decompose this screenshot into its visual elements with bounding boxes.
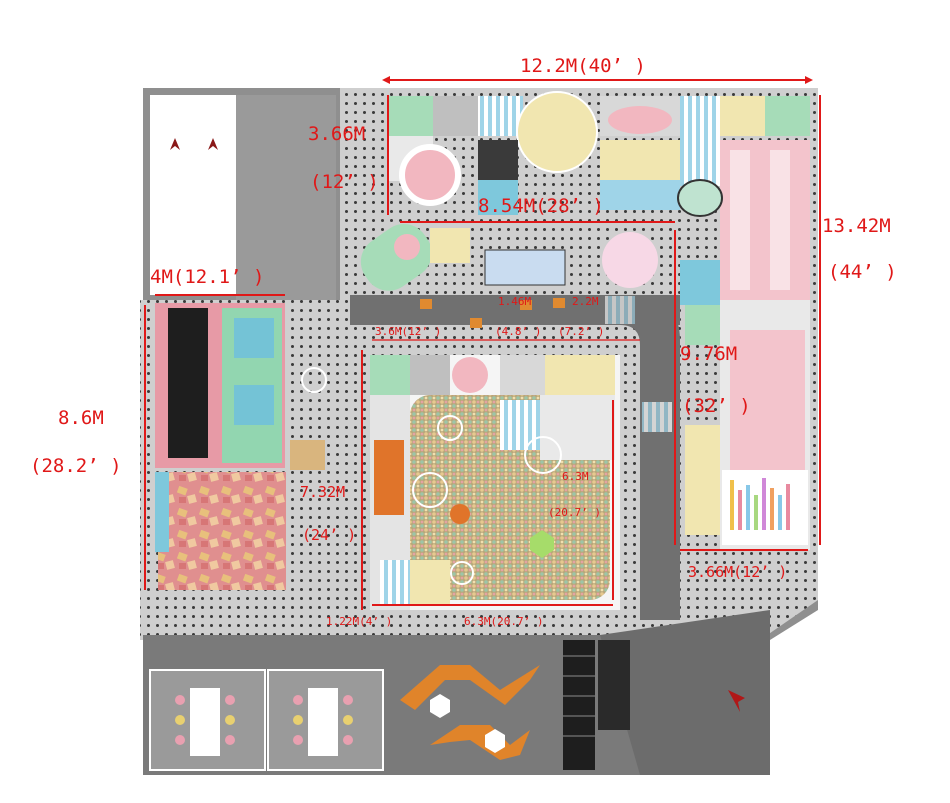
- dim-pit-left-m: 7.32M: [300, 483, 345, 501]
- dim-right-height-ft: (44’ ): [828, 261, 897, 283]
- music-wall: [730, 478, 790, 530]
- dim-left-depth-ft: (12’ ): [310, 171, 379, 193]
- dim-bottom-small: 1.22M(4’ ): [326, 615, 392, 628]
- car-icon: [553, 298, 565, 308]
- dim-right-mid-m: 9.76M: [680, 343, 737, 365]
- dim-left-depth-m: 3.66M: [308, 123, 365, 145]
- entrance-arrow-icon: [728, 690, 745, 712]
- dim-left-height-ft: (28.2’ ): [30, 455, 122, 477]
- stairs-icon: [563, 640, 630, 770]
- dim-top-width: 12.2M(40’ ): [520, 55, 646, 77]
- dim-bottom-right: 3.66M(12’ ): [688, 563, 787, 581]
- ball-pit-icon: [516, 91, 598, 173]
- dim-pit-top-a: 3.6M(12’ ): [375, 325, 441, 338]
- car-icon: [420, 299, 432, 309]
- dim-pit-left-ft: (24’ ): [302, 526, 356, 544]
- dim-pit-top-c-ft: (7.2’ ): [558, 325, 604, 338]
- slide-area: [360, 224, 658, 291]
- dim-right-mid-ft: (32’ ): [682, 395, 751, 417]
- dim-pit-top-b-ft: (4.8’ ): [495, 325, 541, 338]
- right-play-structure: [680, 260, 810, 550]
- table-icon: [308, 688, 338, 756]
- dim-mid-width: 8.54M(28’ ): [478, 195, 604, 217]
- table-icon: [190, 688, 220, 756]
- dim-trampoline-width: 4M(12.1’ ): [150, 266, 264, 288]
- dim-left-height-m: 8.6M: [58, 407, 104, 429]
- entrance-arrow-icon: [170, 138, 180, 150]
- car-icon: [470, 318, 482, 328]
- dimension-labels: 12.2M(40’ ) 3.66M (12’ ) 8.54M(28’ ) 13.…: [30, 55, 897, 628]
- trampoline-zone: [155, 303, 325, 590]
- entrance-walkway: [150, 95, 336, 300]
- dimension-lines: [144, 76, 821, 610]
- top-play-structure: [388, 91, 810, 300]
- dim-pit-top-b: 1.46M: [498, 295, 531, 308]
- dim-bottom-mid: 6.3M(20.7’ ): [464, 615, 543, 628]
- dim-pit-inner-ft: (20.7’ ): [548, 506, 601, 519]
- ball-pit-area: [301, 355, 620, 610]
- dim-right-height-m: 13.42M: [822, 215, 891, 237]
- dim-pit-top-c: 2.2M: [572, 295, 599, 308]
- entrance-arrow-icon: [208, 138, 218, 150]
- go-kart-track: [350, 295, 680, 620]
- cafe-area: [149, 640, 745, 771]
- dim-pit-inner-m: 6.3M: [562, 470, 589, 483]
- car-icon: [520, 300, 532, 310]
